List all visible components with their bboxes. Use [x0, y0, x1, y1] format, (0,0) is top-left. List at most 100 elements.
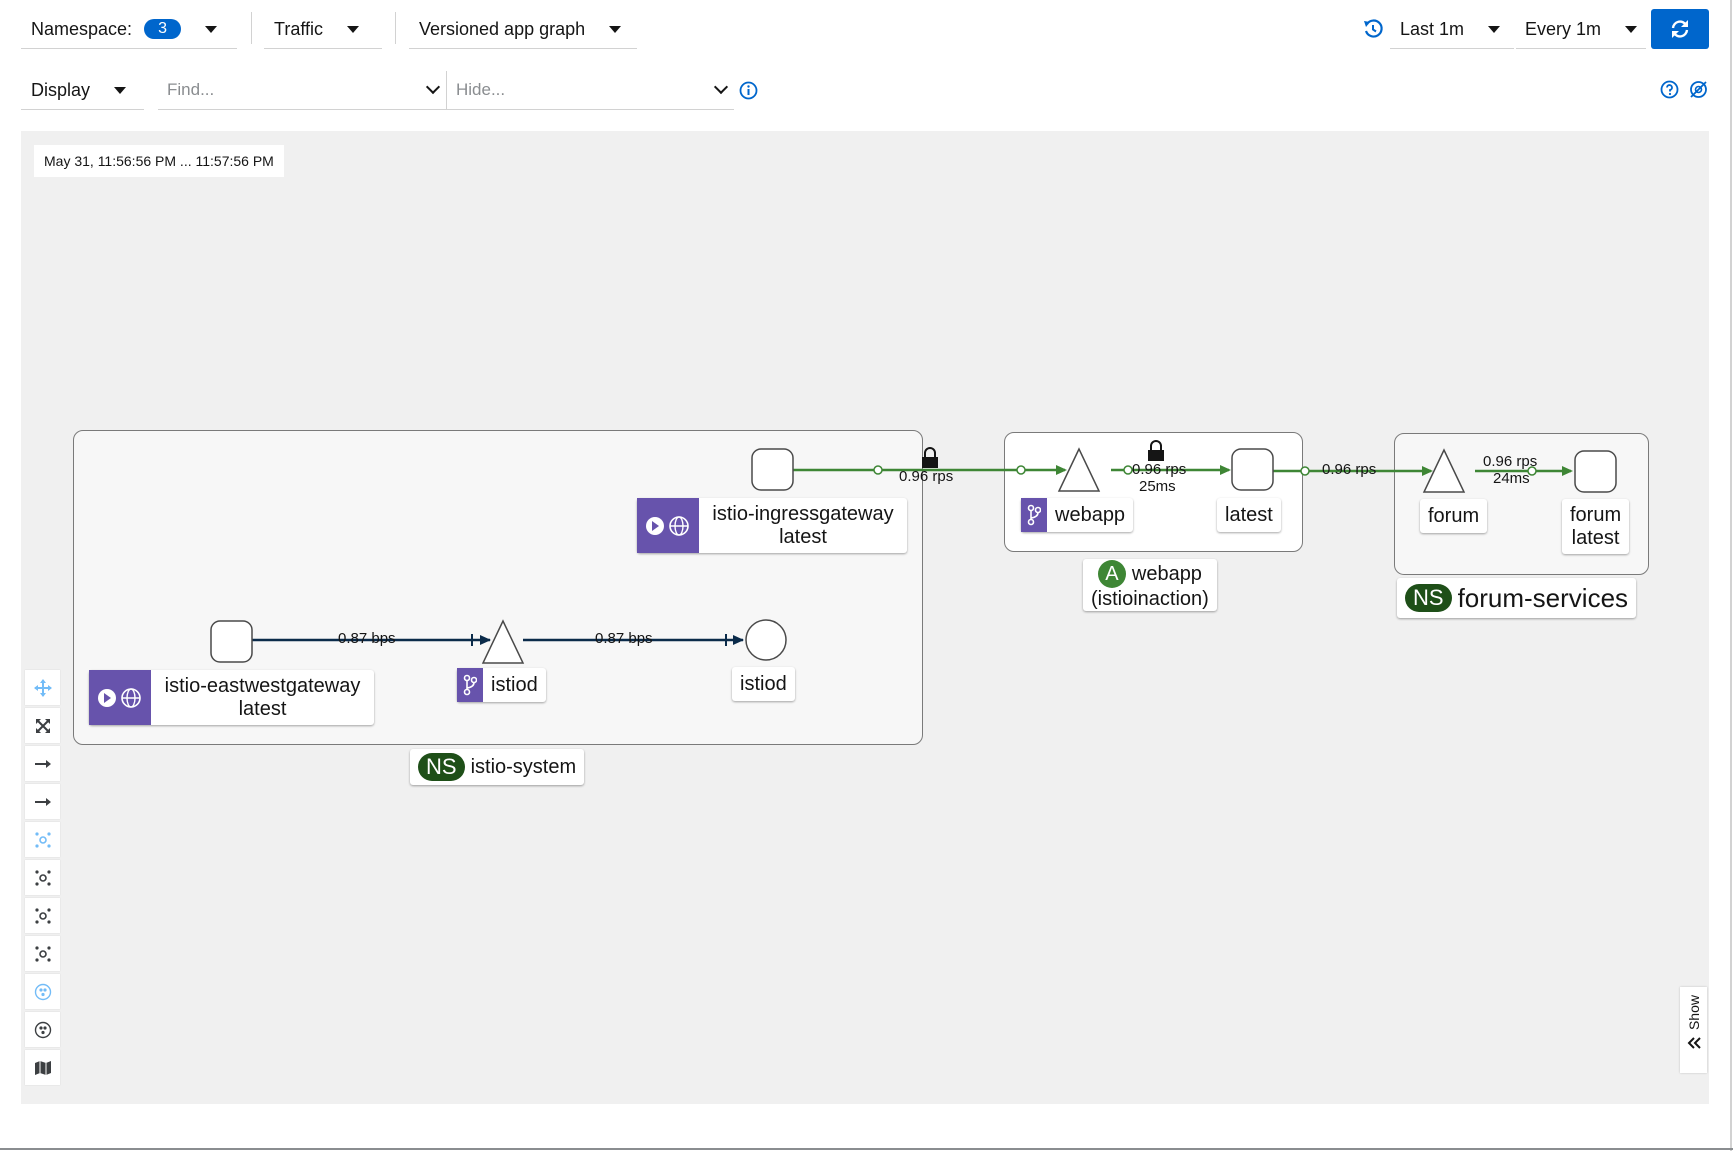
hide-placeholder: Hide... [456, 80, 506, 99]
divider [251, 12, 252, 44]
branch-icon [1021, 498, 1047, 532]
namespace-layout-2-button[interactable] [25, 1012, 60, 1047]
caret-down-icon [204, 25, 217, 33]
lock-icon [1148, 440, 1164, 461]
namespace-label-forum-services[interactable]: NS forum-services [1397, 578, 1637, 618]
edge-label-webapp-to-forum-rps: 0.96 rps [1322, 461, 1377, 478]
refresh-button[interactable] [1651, 9, 1709, 49]
node-label-webapp-latest[interactable]: latest [1217, 498, 1281, 532]
divider [395, 12, 396, 44]
forum-name: forum [1570, 503, 1622, 526]
namespace-layout-1-button[interactable] [25, 974, 60, 1009]
graph-edges [210, 440, 1617, 664]
double-chevron-left-icon [1687, 1037, 1701, 1049]
edge-label-webapp-rps: 0.96 rps [1132, 461, 1187, 478]
namespace-dropdown[interactable]: Namespace: 3 [21, 10, 237, 49]
topology-icon [34, 907, 51, 924]
graph-canvas[interactable]: May 31, 11:56:56 PM ... 11:57:56 PM [21, 131, 1709, 1104]
sync-icon [1671, 20, 1689, 38]
arrow-right-icon [34, 797, 51, 806]
edge-label-eastwest-bps: 0.87 bps [338, 630, 396, 647]
webapp-service-name: webapp [1055, 503, 1126, 526]
app-name: webapp [1131, 562, 1202, 585]
node-webapp-latest [1231, 448, 1274, 491]
forum-service-name: forum [1428, 504, 1480, 527]
move-icon [33, 678, 52, 697]
namespace-label-istio-system[interactable]: NS istio-system [410, 749, 585, 785]
show-label: Show [1685, 995, 1702, 1031]
lock-icon [922, 447, 938, 468]
edge-label-webapp-latency: 25ms [1139, 478, 1176, 495]
expand-icon [35, 718, 50, 733]
time-range-label: Last 1m [1400, 18, 1465, 39]
show-side-panel-tab[interactable]: Show [1680, 987, 1707, 1073]
eastwest-name: istio-eastwestgateway [164, 674, 361, 697]
cluster-icon [34, 1021, 51, 1038]
traffic-dropdown[interactable]: Traffic [264, 10, 382, 49]
forum-services-name: forum-services [1457, 582, 1629, 613]
history-icon[interactable] [1362, 18, 1384, 45]
istiod-service-name: istiod [491, 673, 538, 696]
ingress-version: latest [779, 525, 827, 548]
legend-button[interactable] [25, 1050, 60, 1085]
node-label-eastwestgateway[interactable]: istio-eastwestgateway latest [89, 670, 374, 725]
node-istiod-service [481, 619, 525, 664]
node-label-ingressgateway[interactable]: istio-ingressgateway latest [637, 498, 907, 553]
help-icon[interactable] [1660, 80, 1679, 104]
caret-down-icon [114, 86, 127, 94]
frame-bottom-edge [0, 1148, 1733, 1150]
cluster-icon [34, 983, 51, 1000]
tour-icon[interactable] [1689, 80, 1708, 104]
find-placeholder: Find... [167, 80, 215, 99]
layout-1-button[interactable] [25, 822, 60, 857]
graph-type-dropdown[interactable]: Versioned app graph [409, 10, 637, 49]
eastwest-version: latest [238, 697, 287, 720]
refresh-interval-label: Every 1m [1525, 18, 1602, 39]
edge-label-istiod-bps: 0.87 bps [595, 630, 653, 647]
node-label-forum-service[interactable]: forum [1420, 499, 1488, 533]
fit-to-screen-button[interactable] [25, 708, 60, 743]
node-eastwest-workload [210, 620, 253, 663]
app-namespace: (istioinaction) [1091, 587, 1209, 610]
ingress-name: istio-ingressgateway [712, 502, 894, 525]
node-label-istiod-workload[interactable]: istiod [732, 667, 795, 701]
layout-default-button[interactable] [25, 746, 60, 781]
edge-label-forum-latency: 24ms [1493, 470, 1530, 487]
layout-3-button[interactable] [25, 898, 60, 933]
gateway-icon [89, 670, 151, 725]
hide-input[interactable]: Hide... [446, 71, 734, 110]
caret-down-icon [1488, 25, 1501, 33]
node-webapp-service [1057, 447, 1101, 492]
topology-icon [34, 831, 51, 848]
topology-icon [34, 869, 51, 886]
node-label-webapp-service[interactable]: webapp [1021, 498, 1134, 532]
node-ingress-workload [751, 448, 794, 491]
display-dropdown[interactable]: Display [21, 71, 144, 110]
display-label: Display [31, 79, 91, 100]
arrow-right-icon [34, 759, 51, 768]
node-forum-latest [1574, 450, 1617, 493]
caret-down-icon [609, 25, 622, 33]
branch-icon [457, 668, 483, 702]
graph-type-label: Versioned app graph [419, 18, 586, 39]
layout-2-button[interactable] [25, 860, 60, 895]
forum-version: latest [1571, 526, 1620, 549]
info-icon[interactable] [739, 81, 758, 105]
istiod-workload-name: istiod [740, 672, 787, 695]
gateway-icon [637, 498, 699, 553]
topology-icon [34, 945, 51, 962]
node-label-forum-latest[interactable]: forum latest [1562, 499, 1630, 554]
map-icon [34, 1060, 51, 1075]
edge-label-ingress-rps: 0.96 rps [899, 468, 954, 485]
layout-horizontal-button[interactable] [25, 784, 60, 819]
namespace-count-badge: 3 [144, 19, 181, 39]
webapp-version: latest [1225, 503, 1273, 526]
node-label-istiod-service[interactable]: istiod [457, 668, 546, 702]
refresh-interval-dropdown[interactable]: Every 1m [1516, 10, 1646, 49]
find-input[interactable]: Find... [158, 71, 446, 110]
time-range-dropdown[interactable]: Last 1m [1390, 10, 1514, 49]
pan-tool-button[interactable] [25, 670, 60, 705]
layout-4-button[interactable] [25, 936, 60, 971]
graph-timestamp: May 31, 11:56:56 PM ... 11:57:56 PM [34, 145, 284, 177]
